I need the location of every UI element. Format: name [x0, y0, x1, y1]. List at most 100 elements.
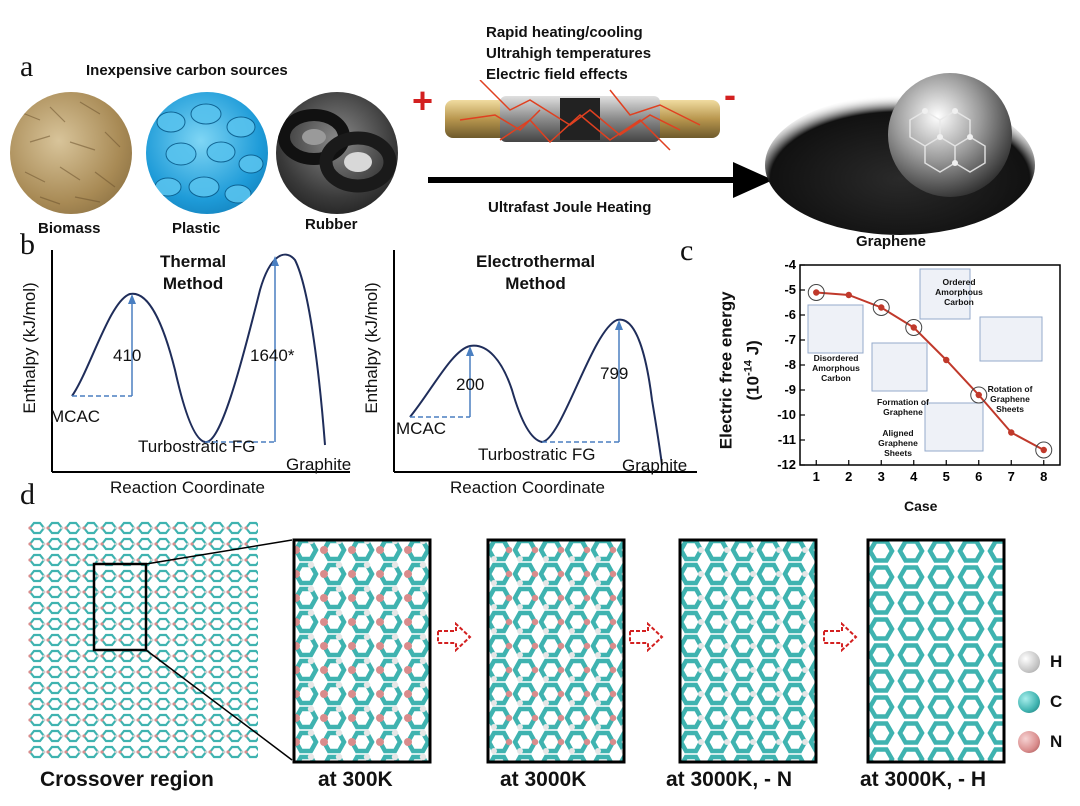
- legend-item-c: C: [1018, 682, 1062, 722]
- c-data-point: [910, 324, 917, 331]
- plastic-caption: Plastic: [172, 220, 221, 237]
- thermal-start-label: MCAC: [50, 407, 101, 426]
- crossover-region-image: [28, 520, 293, 761]
- c-atom-icon: [1018, 691, 1040, 713]
- electrothermal-intermediate-label: Turbostratic FG: [478, 445, 596, 464]
- electrothermal-title: Electrothermal Method: [476, 251, 595, 295]
- c-ytick-label: -4: [784, 257, 796, 272]
- legend-label-h: H: [1050, 652, 1063, 671]
- c-xtick-label: 1: [813, 469, 820, 484]
- c-highlight-ring: [872, 299, 890, 316]
- rubber-caption: Rubber: [305, 216, 358, 233]
- legend-item-h: H: [1018, 642, 1062, 682]
- snapshot-3000k-minus-n: [678, 538, 818, 764]
- electrothermal-title-line2: Method: [505, 274, 566, 293]
- condition-2: Ultrahigh temperatures: [486, 45, 652, 62]
- c-data-point: [1008, 429, 1015, 436]
- crossover-selection-box: [92, 562, 148, 652]
- caption-3000k: at 3000K: [500, 768, 587, 791]
- annotation-formation-graphene: Formation of Graphene: [877, 397, 929, 417]
- panel-d-label: d: [20, 478, 35, 511]
- plastic-texture: [154, 103, 264, 204]
- electrothermal-ylabel: Enthalpy (kJ/mol): [362, 282, 381, 414]
- c-ylabel-exponent: -14: [742, 360, 755, 376]
- thermal-barrier-1: 410: [113, 346, 142, 365]
- annotation-aligned-graphene: Aligned Graphene Sheets: [878, 428, 918, 458]
- atom-legend: H C N: [1018, 642, 1062, 762]
- c-xtick-label: 7: [1008, 469, 1015, 484]
- c-highlight-ring: [970, 386, 988, 404]
- c-data-point: [878, 304, 885, 311]
- c-data-point: [845, 291, 852, 299]
- c-xlabel: Case: [904, 498, 938, 514]
- thermal-intermediate-label: Turbostratic FG: [138, 437, 256, 456]
- biomass-texture: [19, 101, 121, 205]
- condition-3: Electric field effects: [486, 66, 628, 83]
- c-ytick-label: -8: [784, 357, 796, 372]
- c-xtick-label: 5: [943, 469, 950, 484]
- legend-label-c: C: [1050, 692, 1063, 711]
- caption-3000k-minus-h: at 3000K, - H: [860, 768, 987, 791]
- thermal-ylabel: Enthalpy (kJ/mol): [20, 282, 39, 414]
- panel-c-label: c: [680, 234, 694, 267]
- c-data-point: [813, 289, 820, 296]
- annotation-ordered-amorphous: Ordered Amorphous Carbon: [935, 277, 983, 307]
- thermal-method-plot: [51, 250, 350, 473]
- biomass-caption: Biomass: [38, 220, 101, 237]
- dashed-arrow-2: [629, 622, 664, 652]
- panel-b-label: b: [20, 228, 35, 261]
- graphene-powder-image: [765, 73, 1035, 235]
- c-ytick-label: -12: [777, 457, 796, 472]
- biomass-image: [10, 92, 132, 214]
- dashed-arrow-1: [437, 622, 472, 652]
- c-xtick-label: 3: [878, 469, 885, 484]
- c-inset-images: [807, 268, 1043, 452]
- c-ylabel: Electric free energy (10-14 J): [716, 260, 765, 480]
- plastic-image: [146, 92, 268, 214]
- c-ytick-label: -7: [784, 332, 796, 347]
- c-xtick-label: 2: [845, 469, 852, 484]
- process-label: Ultrafast Joule Heating: [488, 199, 652, 216]
- thermal-title: Thermal Method: [160, 251, 226, 295]
- c-data-point: [1040, 446, 1047, 454]
- c-data-point: [943, 356, 950, 364]
- panel-a-label: a: [20, 50, 34, 83]
- thermal-xlabel: Reaction Coordinate: [110, 478, 265, 497]
- legend-item-n: N: [1018, 722, 1062, 762]
- minus-sign: -: [724, 74, 736, 115]
- plus-sign: +: [412, 80, 434, 121]
- electrothermal-xlabel: Reaction Coordinate: [450, 478, 605, 497]
- c-ytick-label: -9: [784, 382, 796, 397]
- thermal-end-label: Graphite: [286, 455, 352, 474]
- c-ytick-label: -11: [778, 432, 796, 447]
- c-ylabel-line1: Electric free energy: [716, 291, 736, 450]
- process-arrow: [428, 162, 773, 198]
- c-ytick-label: -5: [784, 282, 796, 297]
- electrothermal-title-line1: Electrothermal: [476, 252, 596, 271]
- heating-conditions: Rapid heating/cooling Ultrahigh temperat…: [486, 22, 651, 85]
- caption-3000k-minus-n: at 3000K, - N: [666, 768, 793, 791]
- snapshot-300k: [292, 538, 432, 764]
- graphene-caption: Graphene: [856, 233, 927, 250]
- electrothermal-method-plot: [393, 250, 697, 473]
- annotation-rotation-graphene: Rotation of Graphene Sheets: [987, 384, 1033, 414]
- c-xtick-label: 6: [975, 469, 982, 484]
- c-series-line: [816, 291, 1045, 451]
- electrothermal-barrier-2: 799: [600, 364, 629, 383]
- snapshot-3000k-minus-h: [866, 538, 1006, 764]
- n-atom-icon: [1018, 731, 1040, 753]
- electrothermal-energy-curve: [409, 318, 663, 466]
- annotation-disordered-amorphous: Disordered Amorphous Carbon: [812, 353, 860, 383]
- thermal-barrier-2: 1640*: [250, 346, 295, 365]
- c-xtick-label: 4: [910, 469, 918, 484]
- electrothermal-barrier-1: 200: [456, 375, 485, 394]
- c-highlight-ring: [1035, 441, 1053, 459]
- h-atom-icon: [1018, 651, 1040, 673]
- rubber-texture: [278, 109, 397, 193]
- electrothermal-end-label: Graphite: [622, 456, 688, 475]
- c-highlight-ring: [807, 284, 825, 301]
- c-ytick-label: -6: [784, 307, 796, 322]
- c-xtick-label: 8: [1040, 469, 1047, 484]
- c-highlight-ring: [905, 319, 923, 336]
- dashed-arrow-3: [823, 622, 858, 652]
